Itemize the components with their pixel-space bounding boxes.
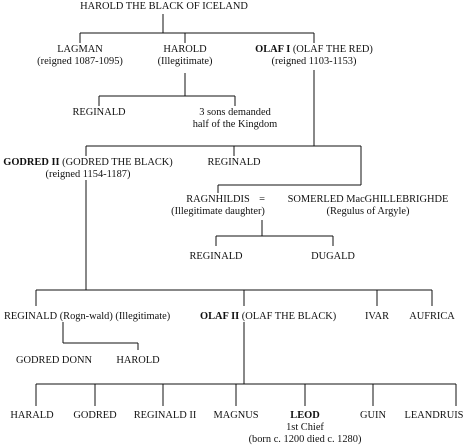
person-epithet: (OLAF THE RED): [290, 44, 373, 55]
person-godred: GODRED: [73, 410, 116, 422]
person-olaf-i: OLAF I (OLAF THE RED) (reigned 1103-1153…: [255, 44, 373, 68]
person-epithet: (OLAF THE BLACK): [239, 311, 337, 322]
person-name-bold: OLAF II: [200, 311, 240, 322]
person-name: AUFRICA: [409, 311, 455, 322]
person-name: LAGMAN: [57, 44, 103, 55]
person-name: GODRED DONN: [16, 355, 92, 366]
person-epithet: (GODRED THE BLACK): [59, 157, 173, 168]
person-name-bold: GODRED II: [3, 157, 60, 168]
person-name: REGINALD (Rogn-wald) (Illegitimate): [4, 311, 171, 322]
person-name: LEANDRUIS: [404, 410, 464, 421]
person-guin: GUIN: [360, 410, 386, 422]
person-name: GUIN: [360, 410, 386, 421]
person-dugald: DUGALD: [311, 251, 355, 263]
marriage-symbol: =: [259, 194, 265, 205]
person-name: HAROLD THE BLACK OF ICELAND: [80, 1, 248, 12]
title-note: (Regulus of Argyle): [326, 206, 410, 217]
person-reginald-son-of-olaf: REGINALD: [207, 157, 260, 169]
person-name: HARALD: [10, 410, 54, 421]
person-three-sons: 3 sons demanded half of the Kingdom: [193, 107, 278, 131]
person-somerled: SOMERLED MacGHILLEBRIGHDE (Regulus of Ar…: [288, 194, 449, 218]
person-name: DUGALD: [311, 251, 355, 262]
lifespan-note: (born c. 1200 died c. 1280): [248, 434, 362, 445]
person-name: HAROLD: [163, 44, 207, 55]
title-note: 1st Chief: [286, 422, 324, 433]
person-magnus: MAGNUS: [213, 410, 258, 422]
person-reginald-ii: REGINALD II: [134, 410, 197, 422]
person-ragnhildis: RAGNHILDIS (Illegitimate daughter): [171, 194, 265, 218]
person-name: REGINALD: [207, 157, 261, 168]
person-name: MAGNUS: [213, 410, 259, 421]
person-aufrica: AUFRICA: [409, 311, 455, 323]
person-harald: HARALD: [10, 410, 53, 422]
reign-note: (reigned 1154-1187): [45, 169, 131, 180]
person-leod: LEOD 1st Chief (born c. 1200 died c. 128…: [249, 410, 362, 446]
person-name: RAGNHILDIS: [186, 194, 250, 205]
person-name: GODRED: [73, 410, 117, 421]
person-name: HAROLD: [116, 355, 160, 366]
person-harold-son-of-reginald: HAROLD: [116, 355, 159, 367]
person-name-bold: OLAF I: [255, 44, 291, 55]
reign-note: (reigned 1087-1095): [37, 56, 123, 67]
person-name: REGINALD II: [133, 410, 197, 421]
person-harold-illegitimate: HAROLD (Illegitimate): [158, 44, 213, 68]
status-note: (Illegitimate): [157, 56, 213, 67]
person-reginald-rogn-wald: REGINALD (Rogn-wald) (Illegitimate): [4, 311, 170, 323]
person-godred-ii: GODRED II (GODRED THE BLACK) (reigned 11…: [3, 157, 173, 181]
person-godred-donn: GODRED DONN: [16, 355, 92, 367]
person-olaf-ii: OLAF II (OLAF THE BLACK): [200, 311, 336, 323]
person-name: SOMERLED MacGHILLEBRIGHDE: [287, 194, 449, 205]
note-line: 3 sons demanded: [199, 107, 271, 118]
note-line: half of the Kingdom: [192, 119, 278, 130]
status-note: (Illegitimate daughter): [171, 206, 265, 217]
person-name: REGINALD: [72, 107, 126, 118]
person-harold-the-black-of-iceland: HAROLD THE BLACK OF ICELAND: [80, 1, 248, 13]
person-reginald-son-of-somerled: REGINALD: [189, 251, 242, 263]
person-ivar: IVAR: [365, 311, 389, 323]
person-leandruis: LEANDRUIS: [405, 410, 464, 422]
person-name-bold: LEOD: [290, 410, 320, 421]
person-lagman: LAGMAN (reigned 1087-1095): [37, 44, 123, 68]
person-reginald-son-of-harold: REGINALD: [72, 107, 125, 119]
reign-note: (reigned 1103-1153): [271, 56, 357, 67]
person-name: IVAR: [364, 311, 390, 322]
person-name: REGINALD: [189, 251, 243, 262]
